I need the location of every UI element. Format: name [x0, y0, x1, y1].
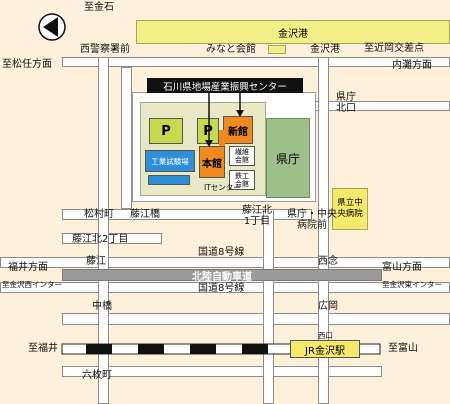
- parking-2-label: P: [203, 123, 213, 139]
- to-toyama-label: 至富山: [388, 343, 418, 354]
- road-rokumaicho: [62, 366, 382, 377]
- road-center-west-vertical: [121, 67, 132, 209]
- kanazawa-port-label: 金沢港: [278, 28, 308, 40]
- shinkan-building: 新館: [223, 116, 253, 144]
- road-fujiebashi: [62, 209, 312, 220]
- fujiebashi-label: 藤江橋: [130, 209, 160, 220]
- minato-hall-label: みなと会館: [206, 44, 256, 55]
- nishiguchi-label: 西口: [318, 331, 333, 340]
- kogyo-annex: [148, 175, 190, 185]
- nishinen-label: 西念: [318, 256, 338, 267]
- toyama-direction-label: 富山方面: [382, 262, 422, 273]
- fujie-kita-2-label: 藤江北2丁目: [72, 234, 129, 245]
- fujie-label: 藤江: [86, 256, 106, 267]
- road-fujie-vertical: [263, 209, 274, 404]
- parking-1-label: P: [161, 123, 171, 139]
- minato-hall-marker: [268, 45, 286, 54]
- kenritsu-hospital-label: 県立中央病院: [337, 198, 363, 219]
- route8-top-label: 国道8号線: [198, 247, 245, 258]
- to-kanazawa-east-ic-label: 至金沢東インター: [382, 280, 442, 289]
- jr-kanazawa-label: JR金沢駅: [305, 345, 345, 357]
- tekko-hall: 鉄工会館: [229, 170, 255, 190]
- hirooka-label: 広岡: [318, 301, 338, 312]
- road-fujie-kita-2: [62, 233, 162, 244]
- kencho-kita-label: 県庁北口: [336, 92, 356, 114]
- to-fukui-label: 至福井: [28, 343, 58, 354]
- honkan-label: 本館: [202, 158, 222, 170]
- to-matsunin-label: 至松任方面: [2, 59, 52, 70]
- parking-lot-1: P: [149, 118, 183, 144]
- to-uchinada-label: 内灘方面: [392, 60, 432, 71]
- orimono-hall: 繊維会館: [229, 146, 255, 166]
- fujie-kita-1-label: 藤江北1丁目: [242, 205, 272, 227]
- hokuriku-expressway: 北陸自動車道: [62, 269, 382, 283]
- kanazawa-port-area: 金沢港: [136, 20, 450, 44]
- fukui-direction-label: 福井方面: [8, 262, 48, 273]
- orimono-hall-label: 繊維会館: [235, 148, 249, 164]
- hokuriku-expressway-label: 北陸自動車道: [192, 271, 252, 283]
- road-nakahashi: [62, 313, 450, 325]
- kencho-hospital-mae-label: 県庁・中央病院前: [287, 209, 337, 231]
- route8-bottom-label: 国道8号線: [198, 283, 245, 294]
- tekko-hall-label: 鉄工会館: [235, 172, 249, 188]
- rokumaicho-label: 六枚町: [82, 370, 112, 381]
- it-center-label: ITセンター: [204, 183, 241, 192]
- kogyo-shikenjo-label: 工業試験場: [151, 156, 189, 166]
- kencho-building: 県庁: [266, 118, 310, 198]
- matsumura-label: 松村町: [84, 209, 114, 220]
- kencho-label: 県庁: [275, 151, 300, 166]
- jr-kanazawa-station: JR金沢駅: [290, 340, 360, 358]
- honkan-building: 本館: [199, 146, 225, 178]
- center-name-label: 石川県地場産業振興センター: [163, 81, 287, 93]
- parking-lot-2: P: [197, 118, 219, 144]
- road-west-vertical: [98, 57, 109, 404]
- connector-corridor: [219, 130, 225, 152]
- to-kanazawa-east-junction-label: 至近岡交差点: [364, 43, 424, 54]
- kenritsu-hospital-building: 県立中央病院: [332, 188, 368, 230]
- kanazawa-port-junction-label: 金沢港: [310, 44, 340, 55]
- kogyo-shikenjo-building: 工業試験場: [145, 150, 195, 172]
- nishi-keisatsu-label: 西警察署前: [80, 44, 130, 55]
- to-kanazawa-west-ic-label: 至金沢西インター: [2, 280, 62, 289]
- nakahashi-label: 中橋: [92, 301, 112, 312]
- to-kanaishi-label: 至金石: [84, 2, 114, 13]
- center-name-banner: 石川県地場産業振興センター: [147, 78, 303, 93]
- shinkan-label: 新館: [228, 126, 248, 138]
